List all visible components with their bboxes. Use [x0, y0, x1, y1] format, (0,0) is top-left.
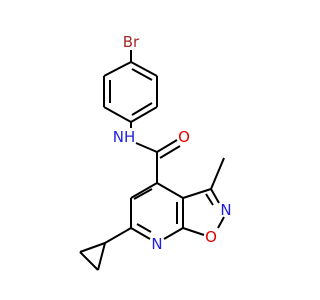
bond-phenyl-1-inner — [131, 68, 153, 81]
bond-cyclopropyl-2 — [79, 251, 99, 271]
bond-phenyl-1 — [130, 61, 158, 77]
atom-nh-label: NH — [113, 128, 136, 146]
bond-c4-c5 — [130, 182, 158, 199]
molecule-structure: Br NH O N N O — [79, 33, 232, 271]
bond-c3-c3a — [182, 188, 212, 199]
bond-nh-carbonyl — [135, 142, 158, 153]
atom-o-isoxazole-label: O — [205, 228, 217, 246]
bond-c6-n7 — [130, 227, 151, 240]
atom-n-pyridine-label: N — [151, 235, 162, 253]
bond-c7a-o1 — [182, 227, 205, 236]
atom-o-amide-label: O — [178, 128, 190, 146]
bond-n7-c7a — [163, 227, 184, 240]
bond-n2-c3 — [210, 188, 220, 204]
atom-br-label: Br — [123, 33, 140, 51]
bond-c4-c5-inner — [133, 188, 153, 200]
bond-c3-methyl — [210, 157, 225, 190]
bond-cyclopropyl-3 — [79, 242, 106, 253]
bond-phenyl-6 — [103, 61, 132, 77]
bond-c6-cyclopropyl — [104, 227, 132, 244]
bonds — [79, 50, 225, 271]
atom-n-isoxazole-label: N — [220, 201, 231, 219]
bond-phenyl-4 — [103, 106, 132, 123]
bond-phenyl-3-inner — [131, 102, 153, 116]
bond-carbonyl-o-1 — [156, 139, 178, 153]
bond-c3a-c4 — [156, 182, 184, 199]
bond-o1-n2 — [217, 216, 225, 229]
atom-labels: Br NH O N N O — [113, 33, 232, 253]
bond-n2-c3-inner — [205, 193, 214, 206]
bond-phenyl-3 — [130, 106, 158, 123]
bond-c6-n7-inner — [136, 223, 152, 233]
bond-carbonyl-o-2 — [159, 145, 181, 159]
bond-cyclopropyl-1 — [97, 242, 106, 271]
